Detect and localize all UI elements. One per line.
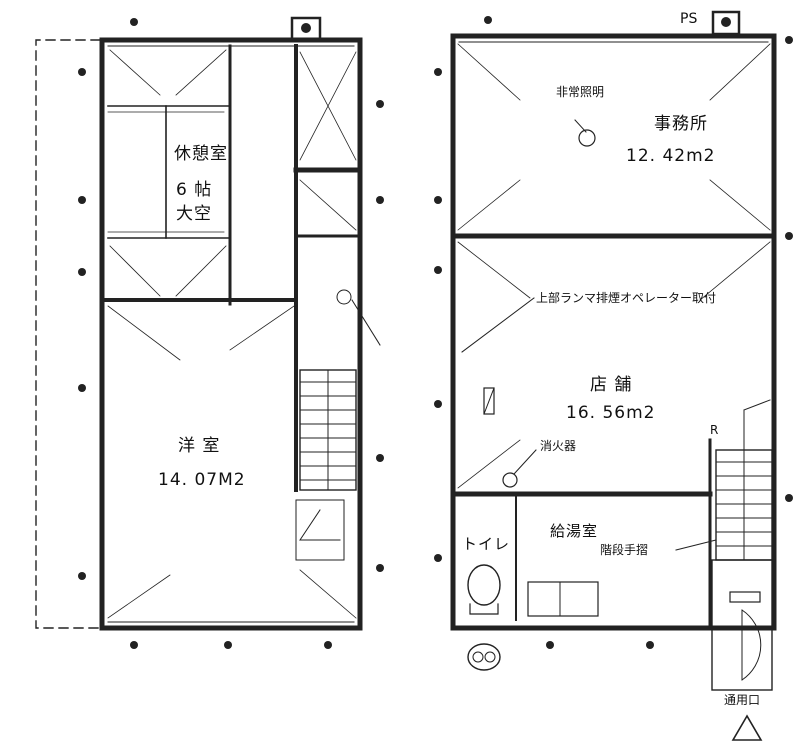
stair-handrail-label: 階段手摺: [600, 543, 649, 557]
toilet-label: トイレ: [462, 535, 511, 553]
rest-room-label: 休憩室: [174, 144, 228, 164]
kitchenette-label: 給湯室: [550, 522, 599, 540]
balcony-outline: [35, 39, 101, 629]
service-entrance-label: 通用口: [724, 693, 761, 707]
rest-room-size: 6 帖: [176, 180, 213, 200]
extinguisher-label: 消火器: [540, 439, 577, 453]
western-room-label: 洋 室: [178, 436, 221, 456]
emergency-light-label: 非常照明: [556, 85, 605, 99]
left-floor-plan: [35, 16, 384, 649]
shop-area: 16. 56m2: [566, 403, 656, 423]
ps-label: PS: [680, 11, 698, 27]
rest-room-sub: 大空: [176, 204, 212, 224]
western-room-area: 14. 07M2: [158, 470, 246, 490]
shop-label: 店 舗: [590, 375, 633, 395]
right-floor-plan: [434, 10, 793, 741]
right-outer-wall: [450, 33, 777, 631]
entrance-triangle: [731, 714, 763, 741]
smoke-operator-note: 上部ランマ排煙オペレーター取付: [536, 291, 717, 305]
office-label: 事務所: [654, 114, 708, 134]
left-outer-wall: [99, 37, 363, 631]
stair-mark: R: [710, 423, 719, 437]
office-area: 12. 42m2: [626, 146, 716, 166]
